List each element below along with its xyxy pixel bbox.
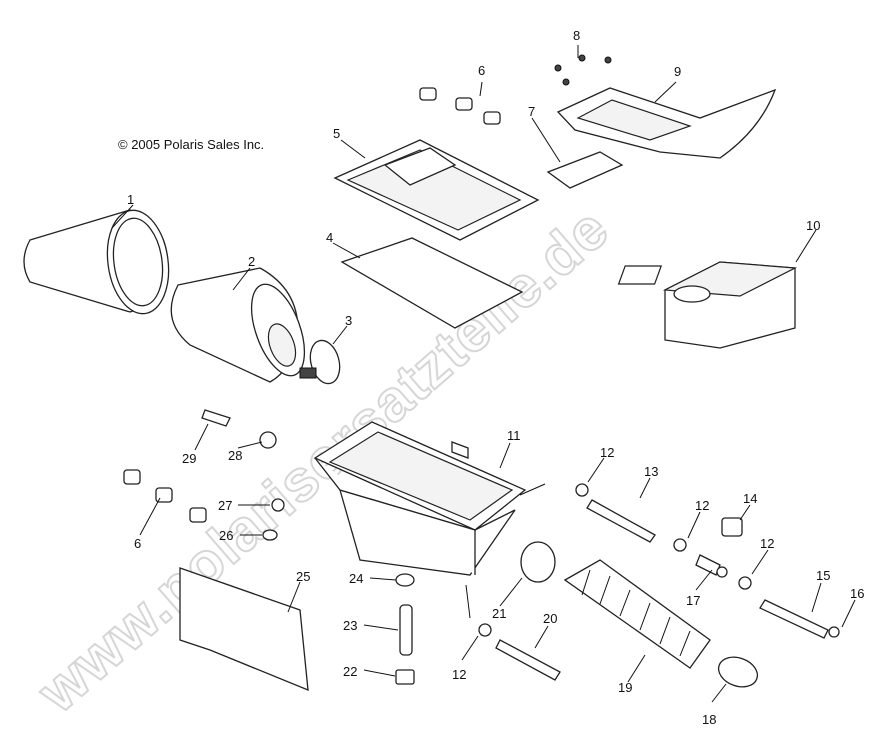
- part-7-plate: [546, 151, 624, 189]
- part-17-valve: [695, 554, 728, 578]
- callouts: 1 2 3 4 5 6 6 7 8 9 10 11 12 12 12 12 13…: [127, 28, 864, 727]
- part-6-fittings-upper: [419, 87, 501, 125]
- callout-6-upper: 6: [478, 63, 485, 78]
- part-12-caps: [478, 483, 752, 637]
- part-16-small-clamp: [828, 626, 840, 638]
- callout-11: 11: [507, 428, 521, 443]
- part-25-panel: [179, 567, 309, 692]
- part-26-washer: [262, 529, 278, 541]
- part-1-prefilter: [23, 209, 170, 315]
- callout-23: 23: [343, 618, 357, 633]
- callout-22: 22: [343, 664, 357, 679]
- part-22-fitting: [395, 669, 415, 685]
- part-4-gasket: [340, 237, 524, 329]
- callout-12-a: 12: [600, 445, 614, 460]
- copyright-notice: © 2005 Polaris Sales Inc.: [118, 137, 265, 152]
- callout-9: 9: [674, 64, 681, 79]
- callout-15: 15: [816, 568, 830, 583]
- callout-5: 5: [333, 126, 340, 141]
- callout-21: 21: [492, 606, 506, 621]
- part-3-clamp: [299, 339, 341, 385]
- callout-4: 4: [326, 230, 333, 245]
- part-5-cover: [333, 139, 540, 241]
- callout-12-d: 12: [452, 667, 466, 682]
- part-13-tube: [586, 499, 656, 543]
- callout-29: 29: [182, 451, 196, 466]
- callout-20: 20: [543, 611, 557, 626]
- callout-28: 28: [228, 448, 242, 463]
- part-9-intake-duct: [556, 87, 777, 159]
- part-24-clamp: [395, 573, 415, 587]
- part-21-ring: [520, 541, 556, 583]
- callout-27: 27: [218, 498, 232, 513]
- part-19-boot: [563, 559, 711, 669]
- callout-19: 19: [618, 680, 632, 695]
- part-28-grommet: [259, 431, 277, 449]
- part-6-fittings-lower: [123, 469, 207, 523]
- callout-12-b: 12: [695, 498, 709, 513]
- part-2-filter-element: [170, 267, 306, 383]
- part-18-clamp: [717, 656, 759, 688]
- part-8-screws: [554, 54, 612, 86]
- part-11-airbox: [313, 421, 527, 576]
- callout-7: 7: [528, 104, 535, 119]
- callout-26: 26: [219, 528, 233, 543]
- callout-10: 10: [806, 218, 820, 233]
- part-10-foam-block: [617, 261, 798, 349]
- callout-6-lower: 6: [134, 536, 141, 551]
- callout-17: 17: [686, 593, 700, 608]
- callout-16: 16: [850, 586, 864, 601]
- part-15-tube: [759, 599, 829, 639]
- part-14-clip: [721, 517, 743, 537]
- callout-18: 18: [702, 712, 716, 727]
- callout-12-c: 12: [760, 536, 774, 551]
- callout-13: 13: [644, 464, 658, 479]
- callout-3: 3: [345, 313, 352, 328]
- callout-24: 24: [349, 571, 363, 586]
- part-23-tube: [399, 604, 413, 656]
- callout-25: 25: [296, 569, 310, 584]
- callout-1: 1: [127, 192, 134, 207]
- leader-lines: [111, 45, 856, 703]
- callout-2: 2: [248, 254, 255, 269]
- part-29-fitting: [201, 409, 231, 427]
- callout-14: 14: [743, 491, 757, 506]
- part-20-tube: [495, 639, 561, 681]
- part-27-bolt: [271, 498, 285, 512]
- callout-8: 8: [573, 28, 580, 43]
